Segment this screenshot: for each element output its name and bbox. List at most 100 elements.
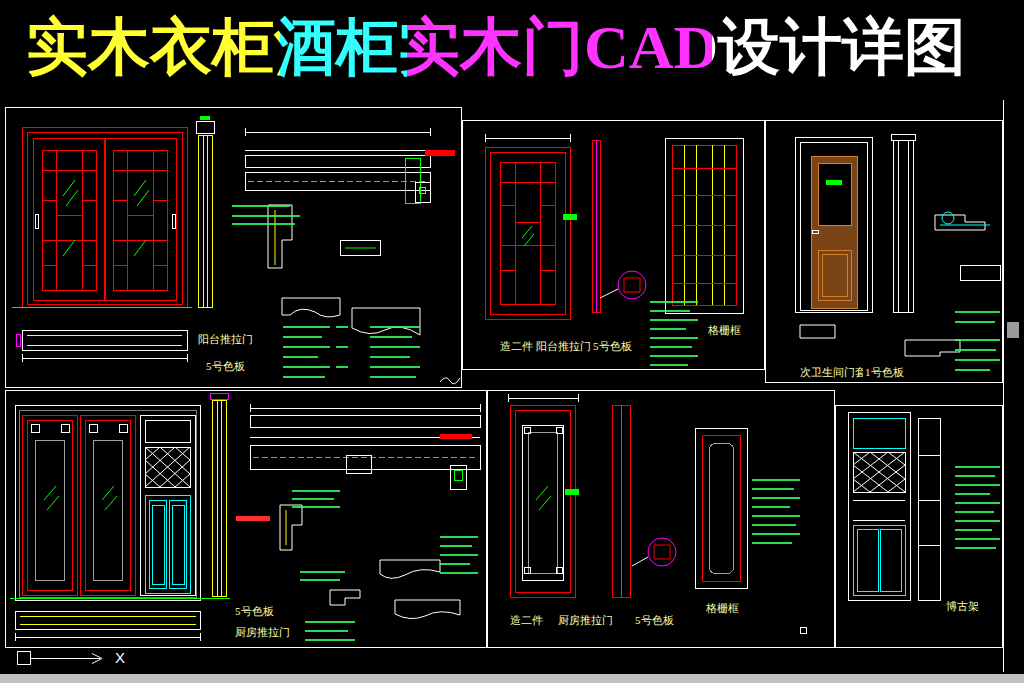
cabinet-door (854, 526, 906, 596)
top-plan-view (440, 434, 472, 439)
dimension-line (508, 394, 579, 402)
curio-shelf-panel: 博古架 (835, 405, 1003, 648)
spec-notes (955, 467, 1000, 548)
cabinet-door (881, 530, 902, 592)
top-plan-view (416, 183, 431, 203)
profile-detail (341, 241, 381, 256)
window-frame (0, 100, 1024, 683)
glass-hatch (522, 226, 534, 246)
glass-panel (31, 424, 127, 581)
door-elevation (511, 406, 576, 598)
wine-rack (146, 421, 191, 443)
door-section (621, 405, 622, 597)
bathroom-door-panel: 次卫生间门套1号色板 (765, 120, 1003, 383)
glass-hatch (826, 180, 842, 185)
ucs-icon (18, 652, 103, 665)
detail-circle (600, 289, 618, 298)
grille-frame (673, 146, 737, 306)
top-plan-view (245, 128, 431, 151)
cabinet-door (146, 496, 191, 594)
door-elevation (491, 153, 566, 315)
shelf-section (919, 419, 941, 601)
profile-detail (286, 510, 287, 545)
top-plan-view (251, 446, 481, 470)
window-frame (1007, 322, 1019, 338)
glass-hatch (44, 486, 117, 510)
top-plan-view (425, 150, 455, 156)
door-section (593, 141, 601, 313)
spec-notes (752, 480, 800, 543)
door-section (613, 406, 631, 598)
glass-hatch (63, 180, 149, 256)
floor-line (12, 307, 192, 308)
door-leaf (823, 255, 848, 297)
door-leaf (812, 157, 858, 309)
glass-panel (524, 427, 562, 573)
balcony-door-elevation (23, 128, 188, 308)
grille-frame (696, 429, 748, 589)
plan-view (27, 336, 182, 346)
wine-rack (145, 447, 190, 487)
axis-label: X (114, 650, 126, 666)
profile-detail (280, 505, 302, 550)
plan-view (17, 331, 188, 363)
door-section (899, 140, 909, 312)
door-handle (36, 215, 176, 229)
shelf-section (918, 419, 941, 601)
floor-line (12, 307, 192, 308)
spec-notes (292, 491, 478, 640)
balcony-door-elevation (105, 139, 177, 301)
dimension-line (485, 134, 571, 142)
view-marker (801, 628, 807, 634)
door-leaf (819, 164, 852, 226)
profile-detail (280, 456, 460, 619)
door-elevation (501, 163, 556, 305)
kitchen-door-panel: 造二件厨房推拉门5号色板格栅框 (487, 390, 835, 648)
door-section (199, 135, 213, 308)
shelf-frame (853, 452, 905, 492)
color-spec: 5号色板 (591, 339, 634, 353)
top-plan-view (253, 457, 477, 458)
floor-line (10, 598, 230, 599)
balcony-door-panel: 造二件阳台推拉门5号色板格栅框 (462, 120, 765, 370)
view-caption: 厨房推拉门 (233, 625, 292, 639)
wine-rack (141, 416, 196, 596)
view-caption: 阳台推拉门 (534, 339, 593, 353)
door-handle (36, 215, 39, 229)
glass-hatch (63, 180, 149, 256)
detail-circle (654, 545, 670, 559)
leader-tag (563, 214, 577, 220)
wardrobe-door (28, 421, 73, 591)
glass-hatch (536, 486, 551, 510)
shelf-frame (849, 413, 911, 601)
plan-view (22, 354, 188, 362)
cabinet-door (854, 526, 906, 596)
door-elevation (500, 162, 555, 304)
grille-frame (696, 429, 748, 589)
door-handle (173, 215, 176, 229)
wine-rack (141, 416, 196, 596)
leader-tag (563, 214, 577, 220)
wardrobe-door (23, 416, 136, 596)
ucs-icon (30, 654, 102, 664)
section-cap (197, 116, 215, 134)
balcony-door-panel: 阳台推拉门5号色板 (5, 107, 462, 388)
door-handle (813, 231, 819, 234)
balcony-door-elevation (34, 139, 106, 301)
dimension-line (508, 394, 579, 402)
spec-notes (650, 302, 698, 365)
door-handle (813, 231, 819, 234)
profile-detail (347, 456, 372, 474)
door-frame (801, 143, 868, 311)
top-plan-view (451, 466, 467, 490)
grille-frame (666, 139, 744, 314)
plan-view (20, 617, 196, 625)
detail-callout (236, 516, 270, 521)
detail-circle (624, 278, 640, 292)
view-caption: 阳台推拉门 (196, 332, 255, 346)
glass-panel (94, 441, 123, 581)
door-section (199, 136, 213, 308)
wine-rack (146, 448, 191, 488)
color-spec: 1号色板 (863, 365, 906, 379)
